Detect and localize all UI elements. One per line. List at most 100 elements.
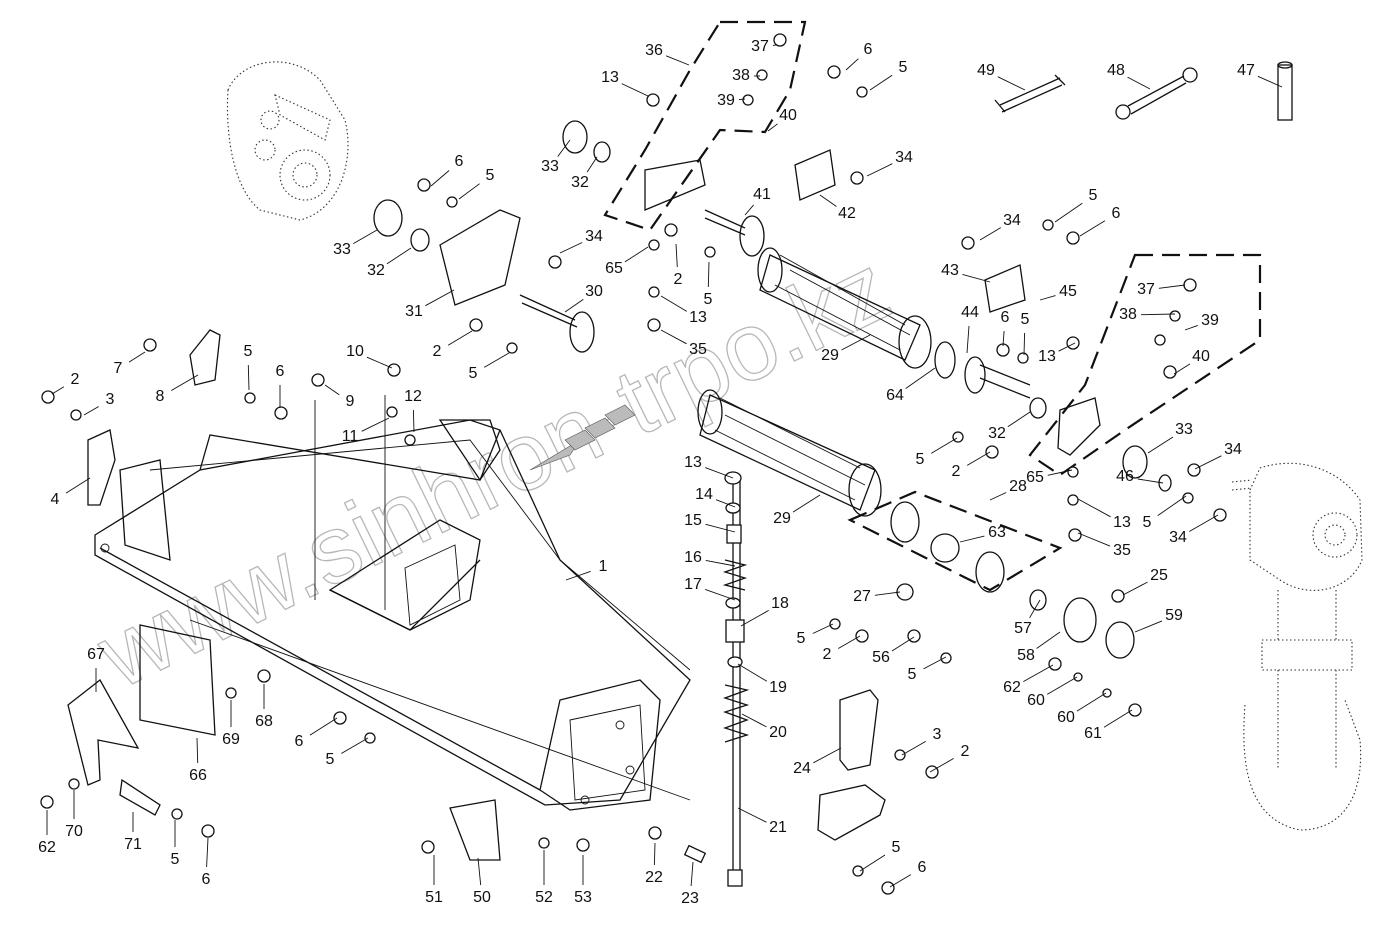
callout-leader — [929, 758, 954, 773]
callout-leader — [430, 170, 450, 187]
callout-label: 51 — [425, 889, 443, 906]
callout-leader — [206, 837, 209, 868]
callout-label: 5 — [899, 59, 908, 76]
callout-leader — [660, 295, 688, 312]
callout-71: 71 — [124, 812, 142, 853]
callout-leader — [705, 523, 736, 533]
callout-5: 5 — [326, 737, 369, 768]
callout-2: 2 — [823, 635, 861, 663]
callout-leader — [889, 874, 912, 888]
callout-leader — [859, 854, 886, 872]
cover-plate-66 — [139, 624, 216, 736]
callout-label: 66 — [189, 767, 207, 784]
shaft-41 — [704, 209, 765, 257]
guard-50 — [449, 799, 501, 861]
callout-leader — [1184, 324, 1198, 331]
callout-50: 50 — [473, 857, 491, 906]
callout-label: 2 — [433, 343, 442, 360]
callout-leader — [812, 623, 834, 634]
callout-leader — [737, 807, 767, 823]
callout-leader — [324, 384, 340, 396]
callout-leader — [901, 741, 926, 756]
callout-33: 33 — [541, 139, 571, 175]
callout-label: 39 — [717, 92, 735, 109]
callout-label: 2 — [674, 271, 683, 288]
callout-24: 24 — [793, 747, 842, 777]
callout-label: 22 — [645, 869, 663, 886]
callout-52: 52 — [535, 850, 553, 906]
callout-label: 42 — [838, 205, 856, 222]
callout-label: 6 — [276, 363, 285, 380]
callout-label: 57 — [1014, 620, 1032, 637]
group-box-45 — [1028, 253, 1262, 477]
callout-leader — [1147, 436, 1174, 454]
callout-label: 61 — [1084, 725, 1102, 742]
callout-leader — [1039, 295, 1056, 301]
callout-21: 21 — [737, 807, 787, 836]
callout-19: 19 — [737, 663, 787, 696]
callout-leader — [564, 299, 584, 313]
callout-leader — [1054, 202, 1083, 223]
callout-34: 34 — [559, 228, 603, 254]
callout-label: 40 — [1192, 348, 1210, 365]
callout-11: 11 — [342, 417, 390, 445]
callout-39: 39 — [1184, 312, 1219, 331]
callout-9: 9 — [324, 384, 355, 410]
callout-leader — [1077, 498, 1111, 518]
callout-leader — [905, 367, 936, 389]
callout-label: 68 — [255, 713, 273, 730]
callout-label: 2 — [823, 646, 832, 663]
callout-6: 6 — [845, 41, 873, 71]
callout-label: 50 — [473, 889, 491, 906]
callout-40: 40 — [767, 107, 797, 132]
bracket-8 — [189, 329, 221, 386]
callout-31: 31 — [405, 289, 455, 320]
callout-leader — [966, 325, 970, 354]
callout-leader — [966, 451, 991, 466]
callout-6: 6 — [276, 363, 285, 408]
callout-label: 6 — [918, 859, 927, 876]
callout-leader — [838, 635, 861, 649]
callout-5: 5 — [469, 352, 510, 382]
callout-label: 67 — [87, 646, 105, 663]
callout-5: 5 — [1021, 311, 1030, 356]
callout-35: 35 — [1077, 532, 1131, 559]
gearbox-right — [1231, 462, 1363, 831]
callout-5: 5 — [859, 839, 901, 872]
callout-43: 43 — [941, 262, 991, 283]
callout-2: 2 — [929, 743, 970, 773]
callout-5: 5 — [244, 343, 253, 391]
callout-label: 60 — [1057, 709, 1075, 726]
callout-leader — [841, 334, 871, 351]
callout-25: 25 — [1122, 567, 1168, 596]
callout-label: 5 — [797, 630, 806, 647]
callout-leader — [874, 591, 901, 596]
callout-label: 13 — [1038, 348, 1056, 365]
callout-35: 35 — [660, 329, 707, 358]
callout-label: 5 — [1143, 514, 1152, 531]
callout-leader — [565, 570, 591, 581]
callout-leader — [586, 156, 598, 173]
callout-leader — [483, 352, 510, 368]
tool-49-wrench — [994, 74, 1066, 113]
callout-29: 29 — [821, 334, 871, 364]
callout-label: 52 — [535, 889, 553, 906]
callout-label: 46 — [1116, 468, 1134, 485]
group-box-36 — [603, 20, 807, 232]
callout-label: 36 — [645, 42, 663, 59]
callout-label: 14 — [695, 486, 713, 503]
callout-51: 51 — [425, 855, 443, 906]
callout-6: 6 — [202, 837, 211, 888]
callout-leader — [819, 194, 837, 207]
callout-leader — [923, 656, 947, 670]
callout-label: 13 — [601, 69, 619, 86]
callout-12: 12 — [404, 388, 422, 433]
callout-leader — [65, 477, 91, 494]
callout-32: 32 — [988, 411, 1031, 442]
callout-5: 5 — [797, 623, 834, 647]
callout-5: 5 — [908, 656, 947, 683]
callout-leader — [653, 842, 656, 866]
callout-leader — [690, 861, 694, 887]
